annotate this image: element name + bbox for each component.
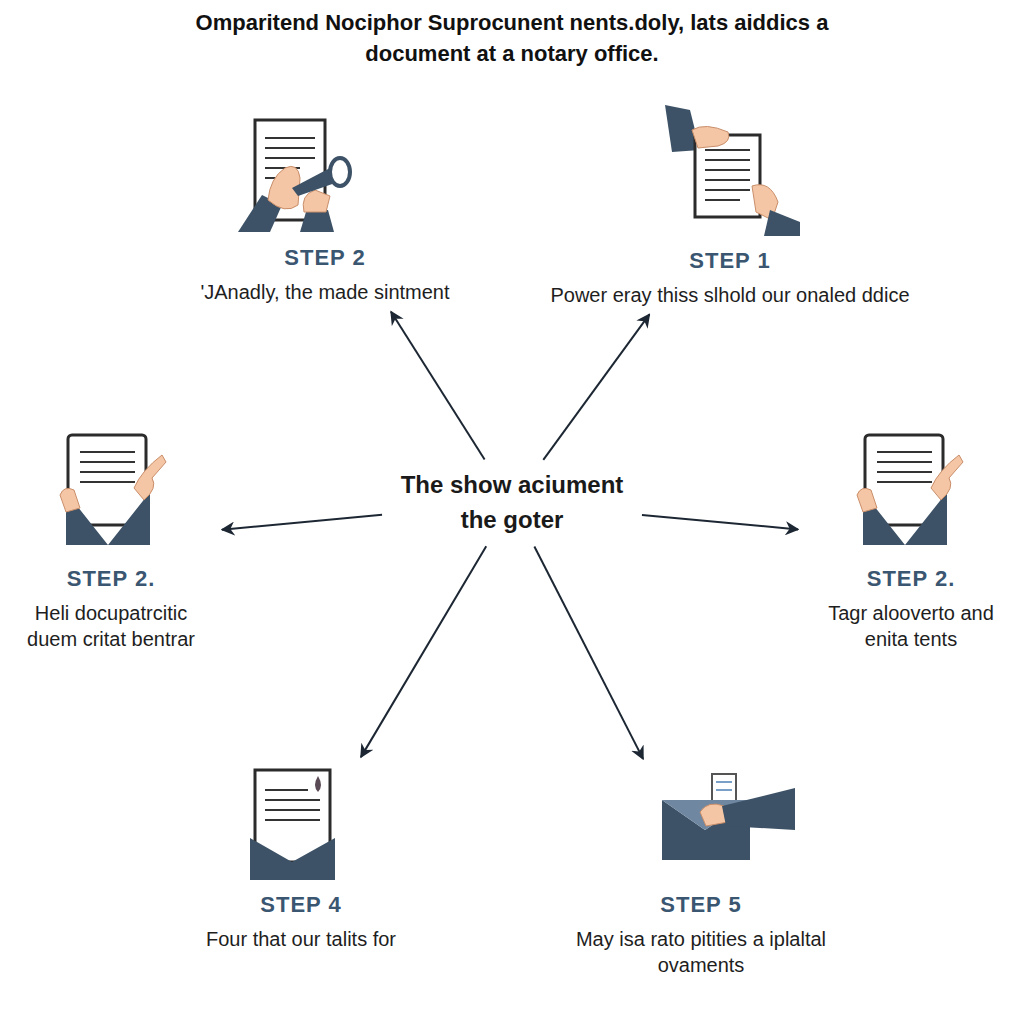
document-icon	[857, 435, 963, 545]
document-icon	[238, 120, 350, 232]
step-node: STEP 2. Heli docupatrcitic duem critat be…	[8, 428, 214, 652]
flow-arrow	[543, 314, 649, 459]
step-text: Heli docupatrcitic duem critat bentrar	[8, 600, 214, 652]
center-text: The show aciument the goter	[392, 468, 632, 538]
flow-arrow	[391, 312, 485, 460]
document-icon	[665, 105, 800, 236]
step-text: May isa rato pitities a iplaltal ovament…	[556, 926, 846, 978]
step-label: STEP 2	[140, 245, 510, 271]
step-label: STEP 5	[556, 892, 846, 918]
flow-arrow	[361, 546, 486, 757]
step-label: STEP 1	[540, 248, 920, 274]
step-label: STEP 2.	[806, 566, 1016, 592]
step-node: STEP 4 Four that our talits for	[196, 764, 406, 952]
document-icon	[250, 770, 335, 880]
diagram-title: Omparitend Nociphor Suprocunent nents.do…	[182, 8, 842, 70]
step-text: 'JAnadly, the made sintment	[140, 279, 510, 305]
step-text: Tagr alooverto and enita tents	[806, 600, 1016, 652]
step-node: STEP 2. Tagr alooverto and enita tents	[806, 428, 1016, 652]
step-label: STEP 4	[196, 892, 406, 918]
document-icon	[60, 435, 166, 545]
step-text: Four that our talits for	[196, 926, 406, 952]
envelope-icon	[662, 774, 795, 860]
flow-arrow	[642, 515, 798, 530]
step-node: STEP 2 'JAnadly, the made sintment	[140, 110, 510, 305]
step-node: STEP 1 Power eray thiss slhold our onaled…	[540, 100, 920, 308]
flow-arrow	[222, 515, 382, 530]
flow-arrow	[534, 546, 643, 758]
step-text: Power eray thiss slhold our onaled ddice	[540, 282, 920, 308]
step-label: STEP 2.	[8, 566, 214, 592]
step-node: STEP 5 May isa rato pitities a iplaltal o…	[556, 766, 846, 978]
center-node: The show aciument the goter	[392, 468, 632, 538]
